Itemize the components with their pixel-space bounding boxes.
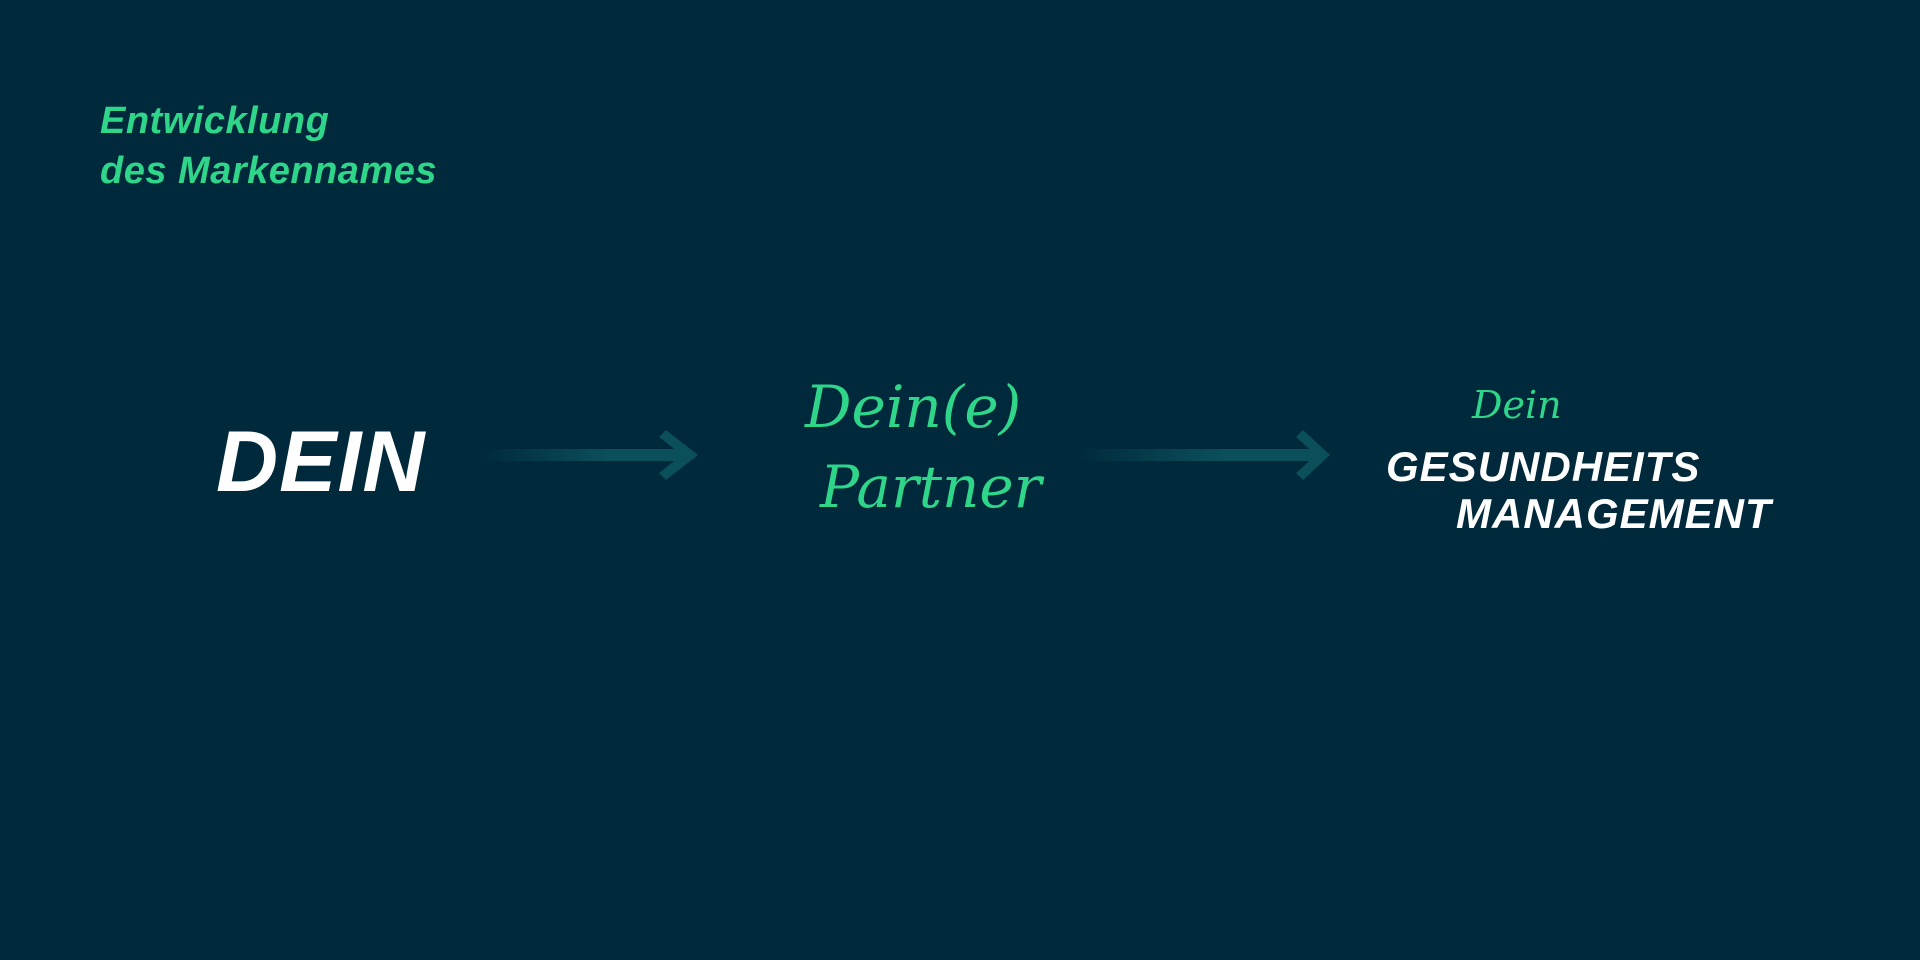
stage-3-script: Dein bbox=[1472, 383, 1562, 427]
stage-2-line-1: Dein(e) bbox=[805, 373, 1022, 441]
title-line-1: Entwicklung bbox=[100, 100, 330, 142]
arrow-right-icon bbox=[1078, 430, 1330, 480]
title-line-2: des Markennames bbox=[100, 150, 437, 192]
stage-1-name: DEIN bbox=[216, 414, 426, 510]
stage-3-line-1: GESUNDHEITS bbox=[1386, 443, 1701, 490]
page-title: Entwicklung des Markennames bbox=[100, 96, 437, 196]
stage-3-line-2: MANAGEMENT bbox=[1456, 490, 1772, 537]
arrow-right-icon bbox=[483, 430, 698, 480]
stage-2-line-2: Partner bbox=[820, 453, 1042, 521]
